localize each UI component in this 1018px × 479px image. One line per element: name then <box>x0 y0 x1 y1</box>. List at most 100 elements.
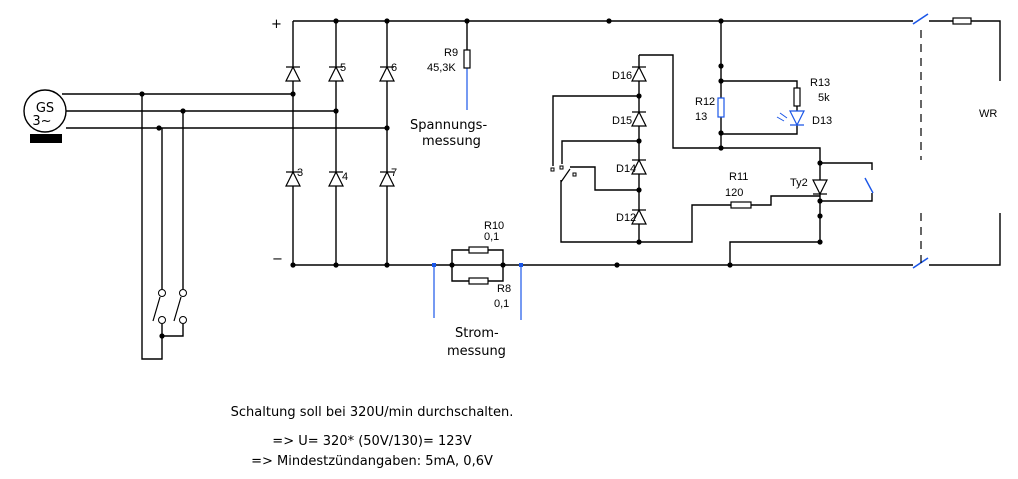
resistor-r11 <box>730 201 752 209</box>
switch-contact <box>158 316 166 324</box>
load-label: WR <box>979 108 997 120</box>
d13-label: D13 <box>812 115 832 127</box>
junction-dot <box>384 125 390 131</box>
minus-label: − <box>272 252 283 267</box>
junction-dot <box>718 130 724 136</box>
junction-dot <box>500 262 506 268</box>
measure-point <box>519 263 523 267</box>
switch-contact <box>179 289 187 297</box>
fuse <box>952 17 972 25</box>
diode-shape <box>631 158 647 175</box>
resistor-r13 <box>793 87 801 107</box>
diode-3-label: 3 <box>297 167 303 179</box>
note-line-1: Schaltung soll bei 320U/min durchschalte… <box>231 405 514 420</box>
junction-dot <box>333 108 339 114</box>
plus-label: + <box>271 17 282 32</box>
bridge-diode-upper <box>379 65 395 82</box>
thyristor-ty2 <box>812 179 828 196</box>
junction-dot <box>384 262 390 268</box>
resistor-r10 <box>468 246 489 254</box>
bridge-diode-upper <box>285 65 301 82</box>
wire <box>293 20 1001 266</box>
resistor-r8 <box>468 277 489 285</box>
wire <box>552 95 639 243</box>
bridge-diode-lower <box>379 170 395 187</box>
junction-dot <box>817 213 823 219</box>
switch-contact <box>158 289 166 297</box>
resistor-r9 <box>463 49 471 69</box>
junction-dot <box>333 18 339 24</box>
diode-d15 <box>631 110 647 127</box>
r8-value: 0,1 <box>494 298 509 310</box>
r10-label: R10 <box>484 220 504 232</box>
junction-dot <box>449 262 455 268</box>
diode-shape <box>328 170 344 187</box>
d12-label: D12 <box>616 212 636 224</box>
selector-blade <box>560 168 571 183</box>
led-d13 <box>789 110 805 127</box>
diode-d14 <box>631 158 647 175</box>
d14-label: D14 <box>616 163 636 175</box>
selector-contact <box>550 167 555 172</box>
voltage-measure-label-1: Spannungs- <box>410 118 487 133</box>
diode-5-label: 5 <box>340 62 346 74</box>
resistor-r12 <box>717 97 725 118</box>
diode-shape <box>379 170 395 187</box>
current-measure-label-1: Strom- <box>455 326 499 341</box>
wire <box>639 54 821 265</box>
junction-dot <box>718 145 724 151</box>
selector-contact <box>572 172 577 177</box>
wire <box>62 93 387 129</box>
note-line-2: => U= 320* (50V/130)= 123V <box>272 434 472 449</box>
d16-label: D16 <box>612 70 632 82</box>
junction-dot <box>159 333 165 339</box>
diode-shape <box>631 110 647 127</box>
junction-dot <box>718 63 724 69</box>
diode-shape <box>631 65 647 82</box>
wire <box>141 94 184 360</box>
diode-d12 <box>631 208 647 225</box>
generator-phase: 3~ <box>32 114 51 129</box>
r10-value: 0,1 <box>484 231 499 243</box>
r9-label: R9 <box>444 47 458 59</box>
r12-value: 13 <box>695 111 707 123</box>
r13-label: R13 <box>810 77 830 89</box>
note-line-3: => Mindestzündangaben: 5mA, 0,6V <box>251 454 493 469</box>
switch-contact <box>179 316 187 324</box>
current-measure-label-2: messung <box>447 344 506 359</box>
switch-blade <box>152 296 182 322</box>
junction-dot <box>290 91 296 97</box>
diode-4-label: 4 <box>342 171 348 183</box>
wire <box>721 80 798 135</box>
diode-shape <box>285 65 301 82</box>
generator-symbol <box>23 89 67 133</box>
junction-dot <box>718 18 724 24</box>
d15-label: D15 <box>612 115 632 127</box>
r8-label: R8 <box>497 283 511 295</box>
ty2-label: Ty2 <box>790 177 808 189</box>
components <box>152 13 972 324</box>
junction-dot <box>156 125 162 131</box>
r12-label: R12 <box>695 96 715 108</box>
measure-point <box>432 263 436 267</box>
generator-base <box>30 134 62 143</box>
diode-shape <box>812 179 828 196</box>
bypass-switch <box>864 177 874 194</box>
junction-dot <box>817 239 823 245</box>
diode-d16 <box>631 65 647 82</box>
diode-shape <box>328 65 344 82</box>
selector-contact <box>559 165 564 170</box>
r9-value: 45,3K <box>427 62 456 74</box>
junction-dot <box>290 262 296 268</box>
diode-6-label: 6 <box>391 62 397 74</box>
diode-shape <box>631 208 647 225</box>
wires <box>62 18 1001 360</box>
r11-value: 120 <box>725 187 743 199</box>
led-light-arrows <box>776 112 788 122</box>
diode-shape <box>285 170 301 187</box>
voltage-measure-label-2: messung <box>422 134 481 149</box>
wire <box>820 162 873 202</box>
r11-label: R11 <box>729 171 748 183</box>
junction-dot <box>606 18 612 24</box>
bridge-diode-lower <box>285 170 301 187</box>
